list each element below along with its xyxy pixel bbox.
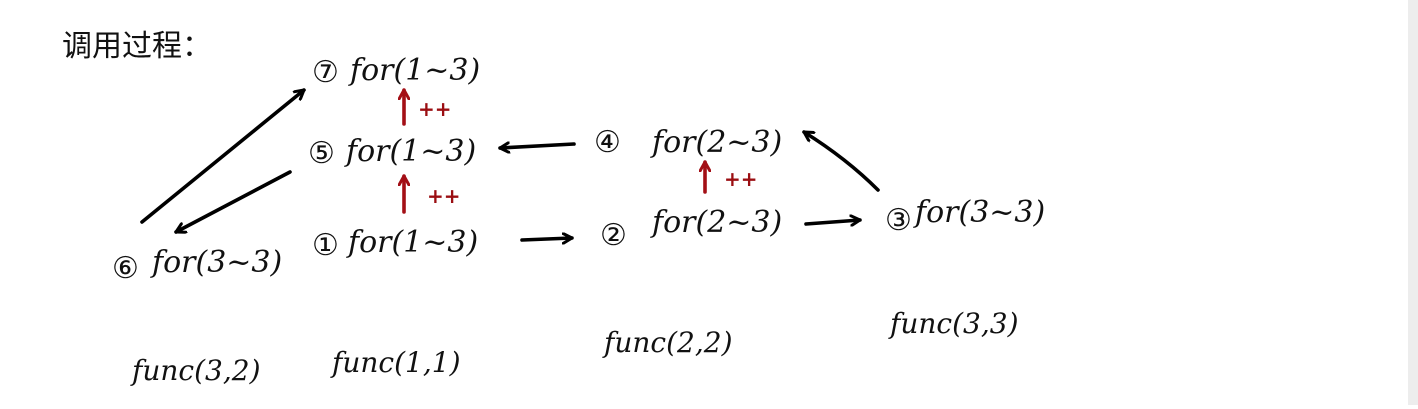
increment-arrow-2-to-4: ++	[705, 160, 758, 194]
increment-label: ++	[724, 167, 758, 191]
arrow-1-to-2	[520, 238, 574, 240]
right-edge-border	[1408, 0, 1418, 405]
node-6-label: for(3~3)	[150, 245, 282, 280]
func-label-3-2: func(3,2)	[130, 354, 261, 387]
node-2-marker: ②	[600, 218, 627, 253]
func-label-1-1: func(1,1)	[330, 346, 461, 379]
increment-label: ++	[427, 184, 461, 208]
node-2-label: for(2~3)	[650, 205, 782, 240]
increment-arrow-1-to-5: ++	[404, 174, 461, 214]
node-4-marker: ④	[594, 125, 621, 160]
arrow-4-to-5	[498, 144, 576, 148]
func-label-2-2: func(2,2)	[602, 326, 733, 359]
node-3-marker: ③	[885, 203, 912, 238]
func-label-3-3: func(3,3)	[888, 307, 1019, 340]
node-1-marker: ①	[312, 228, 339, 263]
node-5: ⑤ for(1~3)	[308, 134, 476, 171]
node-3: ③ for(3~3)	[885, 195, 1045, 238]
node-1-label: for(1~3)	[346, 225, 478, 260]
node-7-label: for(1~3)	[348, 53, 480, 88]
node-6-marker: ⑥	[112, 251, 139, 286]
node-4: ④ for(2~3)	[594, 125, 782, 160]
increment-arrow-5-to-7: ++	[404, 88, 452, 126]
diagram-title: 调用过程：	[62, 29, 212, 64]
node-5-marker: ⑤	[308, 136, 335, 171]
node-5-label: for(1~3)	[344, 134, 476, 169]
node-2: ② for(2~3)	[600, 205, 782, 253]
node-4-label: for(2~3)	[650, 125, 782, 160]
arrow-2-to-3	[804, 220, 862, 224]
arrow-6-to-7	[140, 88, 306, 224]
node-7-marker: ⑦	[312, 55, 339, 90]
arrow-5-to-6	[174, 170, 292, 234]
node-1: ① for(1~3)	[312, 225, 478, 263]
node-6: ⑥ for(3~3)	[112, 245, 282, 286]
node-3-label: for(3~3)	[913, 195, 1045, 230]
increment-label: ++	[418, 97, 452, 121]
node-7: ⑦ for(1~3)	[312, 53, 480, 90]
arrow-3-to-4	[802, 130, 880, 192]
